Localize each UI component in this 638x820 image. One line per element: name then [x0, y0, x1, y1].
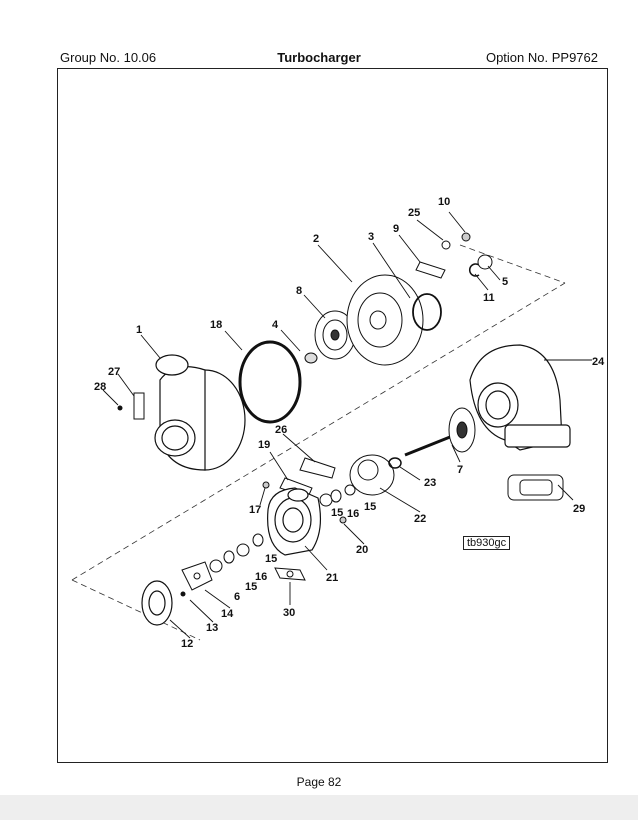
callout-23: 23	[424, 477, 436, 489]
callout-30: 30	[283, 607, 295, 619]
turbine-gasket-part	[507, 474, 564, 501]
callout-21: 21	[326, 572, 338, 584]
callout-15d: 15	[245, 581, 257, 593]
oil-gasket-part	[274, 567, 306, 581]
callout-8: 8	[296, 285, 302, 297]
insert-plate-part	[141, 580, 173, 626]
option-number: Option No. PP9762	[485, 50, 598, 65]
callout-17: 17	[249, 504, 261, 516]
callout-18: 18	[210, 319, 222, 331]
callout-9: 9	[393, 223, 399, 235]
turbine-housing-part	[469, 344, 571, 451]
callout-29: 29	[573, 503, 585, 515]
snap-ring-part	[469, 263, 480, 277]
callout-3: 3	[368, 231, 374, 243]
callout-26: 26	[275, 424, 287, 436]
callout-7: 7	[457, 464, 463, 476]
diagram-reference-code: tb930gc	[463, 536, 511, 550]
callout-2: 2	[313, 233, 319, 245]
page-title: Turbocharger	[277, 50, 361, 65]
compressor-housing-part	[154, 354, 246, 471]
lock-washer-part	[441, 240, 451, 250]
callout-15a: 15	[331, 507, 343, 519]
thrust-bearing-part	[181, 561, 213, 591]
callout-12: 12	[181, 638, 193, 650]
cap-screw-part	[262, 481, 270, 489]
lock-nut-part	[304, 352, 318, 364]
callout-14: 14	[221, 608, 234, 620]
heat-shield-part	[349, 454, 395, 496]
clamp-plate-upper-part	[299, 457, 336, 479]
callout-25: 25	[408, 207, 420, 219]
callout-13: 13	[206, 622, 218, 634]
callout-27: 27	[108, 366, 120, 378]
group-number: Group No. 10.06	[60, 50, 157, 65]
compressor-wheel-part	[314, 310, 356, 360]
callout-24: 24	[592, 356, 605, 368]
callout-1: 1	[136, 324, 142, 336]
bearing-housing-part	[267, 487, 322, 556]
screw-part	[117, 405, 123, 411]
callout-6: 6	[234, 591, 240, 603]
seal-ring-part	[412, 293, 442, 331]
callout-19: 19	[258, 439, 270, 451]
bushing-part	[477, 254, 493, 270]
callout-16a: 16	[347, 508, 359, 520]
bracket-part	[133, 392, 145, 420]
o-ring-large-part	[238, 340, 302, 424]
callout-15c: 15	[265, 553, 277, 565]
callout-10: 10	[438, 196, 450, 208]
bearing-rings-group	[209, 484, 356, 573]
plug-part	[339, 516, 347, 524]
small-screw-part	[180, 591, 186, 597]
callout-22: 22	[414, 513, 426, 525]
seal-part	[388, 457, 402, 469]
callout-4: 4	[272, 319, 279, 331]
callout-15b: 15	[364, 501, 376, 513]
clamp-plate-part	[415, 261, 446, 279]
backplate-part	[346, 274, 424, 366]
turbine-shaft-wheel-part	[404, 407, 476, 457]
diagram-frame	[57, 68, 608, 763]
callout-labels: 1 2 3 4 5 6 7 8 9 10 11 12 13 14 15 15 1…	[94, 196, 605, 650]
bolt-part	[461, 232, 471, 242]
callout-28: 28	[94, 381, 106, 393]
callout-11: 11	[483, 292, 495, 304]
callout-5: 5	[502, 276, 508, 288]
scan-bottom-edge	[0, 795, 638, 820]
callout-20: 20	[356, 544, 368, 556]
callout-16b: 16	[255, 571, 267, 583]
page-number: Page 82	[296, 775, 342, 789]
